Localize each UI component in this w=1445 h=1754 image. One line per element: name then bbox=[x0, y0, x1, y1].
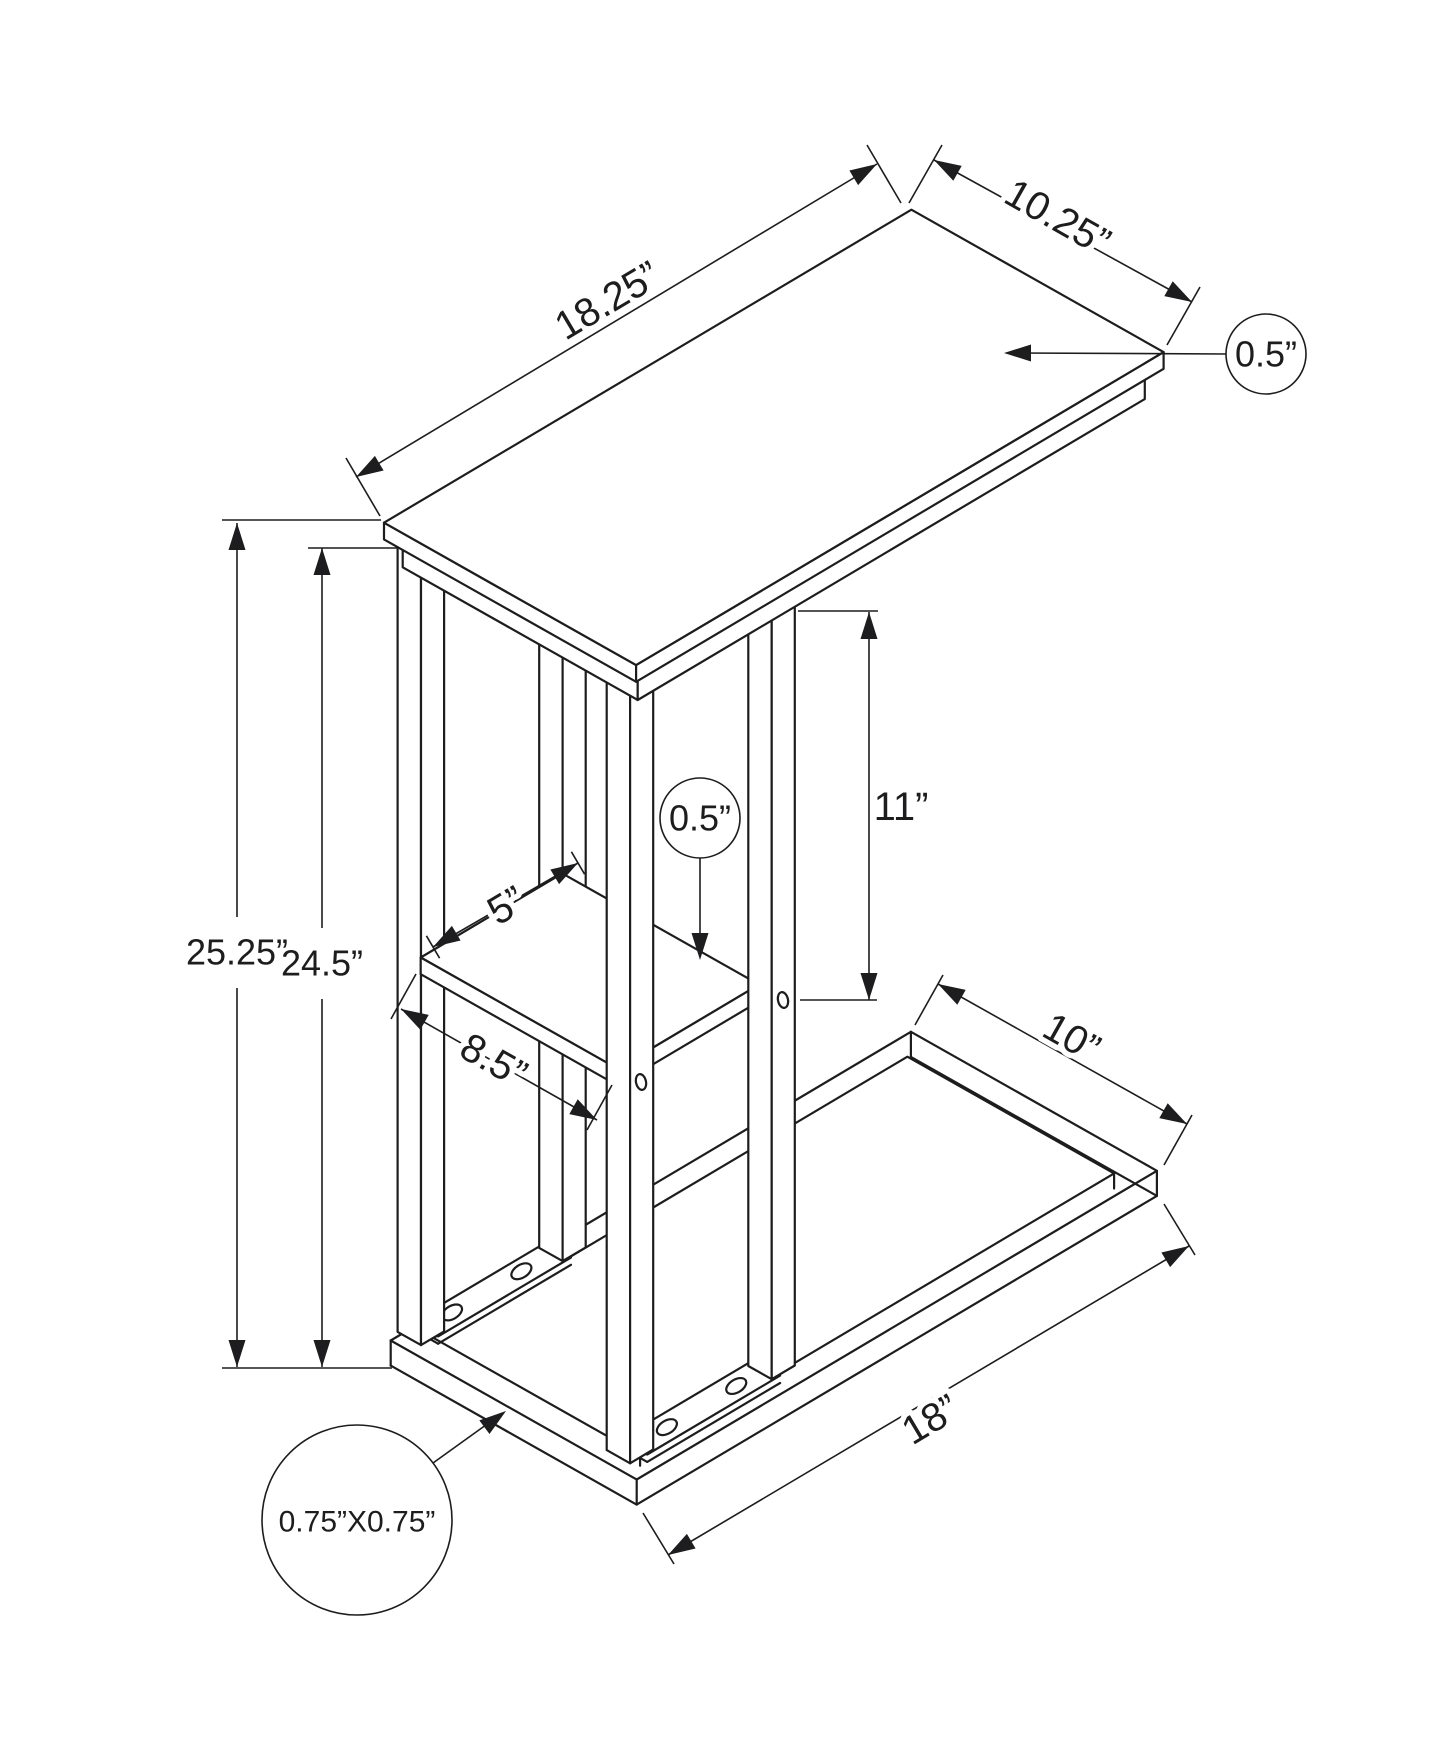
dim-label-base-width: 10” bbox=[1036, 1004, 1108, 1071]
dimension-arrowhead bbox=[569, 1099, 597, 1120]
leg-screw-hole bbox=[634, 1073, 648, 1091]
dimension-arrowhead bbox=[228, 1340, 246, 1367]
leg-screw-hole bbox=[776, 991, 790, 1009]
mounting-plate-edge bbox=[437, 1263, 573, 1345]
dim-line-base-length bbox=[667, 1245, 1190, 1556]
leader-line bbox=[1015, 352, 1227, 355]
dimension-arrowhead bbox=[313, 1340, 331, 1367]
dimension-arrowhead bbox=[356, 455, 384, 477]
dimension-arrowhead bbox=[228, 523, 246, 550]
dim-label-top-thickness: 0.5” bbox=[1235, 334, 1297, 375]
ext-line bbox=[345, 457, 381, 517]
dim-label-top-width: 10.25” bbox=[997, 171, 1117, 265]
leg-front-middle-left-face bbox=[747, 575, 773, 1381]
base-outer-bottom-edge bbox=[389, 1055, 1158, 1506]
dimension-arrowhead bbox=[860, 612, 878, 639]
dimension-arrowhead bbox=[668, 1533, 696, 1555]
dim-label-shelf-thickness: 0.5” bbox=[669, 798, 731, 839]
ext-line bbox=[1166, 286, 1201, 346]
ext-line bbox=[1163, 1114, 1193, 1166]
dimension-arrowhead bbox=[1161, 1246, 1189, 1268]
dim-label-shelf-width: 8.5” bbox=[453, 1025, 535, 1097]
ext-line bbox=[390, 973, 417, 1020]
ext-line bbox=[642, 1512, 675, 1565]
plate-screw-hole bbox=[725, 1376, 748, 1396]
tabletop-surface bbox=[382, 208, 1165, 667]
leg-front-left-front-face bbox=[629, 658, 655, 1465]
leg-front-middle-front-face bbox=[770, 574, 796, 1381]
dimension-arrowhead bbox=[849, 164, 877, 186]
dim-line-shelf-length bbox=[432, 862, 579, 948]
dim-label-top-length: 18.25” bbox=[548, 253, 668, 349]
dim-line-shelf-width bbox=[400, 1008, 598, 1121]
ext-line bbox=[586, 1084, 613, 1131]
dim-line-base-width bbox=[937, 983, 1188, 1125]
callout-circle-leg-section bbox=[261, 1424, 453, 1616]
ext-line bbox=[1163, 1203, 1196, 1256]
dim-label-overall-height: 25.25” bbox=[186, 932, 288, 973]
ext-line bbox=[866, 144, 902, 204]
mounting-plate-edge bbox=[646, 1381, 782, 1463]
dimension-arrowhead bbox=[1159, 1103, 1187, 1124]
dimension-arrowhead bbox=[313, 548, 331, 575]
dim-line-top-length bbox=[355, 163, 878, 478]
dimension-arrowhead bbox=[938, 984, 966, 1005]
plate-screw-hole bbox=[510, 1262, 533, 1281]
dimension-arrowhead bbox=[401, 1009, 429, 1030]
leg-back-left-left-face bbox=[396, 540, 423, 1347]
dim-label-frame-height: 24.5” bbox=[281, 943, 363, 984]
dimension-arrowhead bbox=[1004, 344, 1031, 362]
dim-label-leg-section: 0.75”X0.75” bbox=[279, 1506, 436, 1539]
plate-screw-hole bbox=[655, 1418, 678, 1437]
ext-line bbox=[914, 974, 944, 1026]
ext-line bbox=[908, 144, 943, 204]
dim-label-opening-height: 11” bbox=[874, 785, 929, 829]
dimension-arrowhead bbox=[550, 863, 578, 885]
dimension-arrowhead bbox=[1164, 281, 1192, 302]
leg-front-left-left-face bbox=[605, 659, 632, 1465]
dim-line-top-width bbox=[933, 159, 1193, 303]
dimension-arrowhead bbox=[860, 973, 878, 1000]
base-outer-top-edge bbox=[389, 1030, 1158, 1481]
dimension-arrowhead bbox=[433, 925, 461, 947]
dim-label-base-length: 18” bbox=[894, 1386, 966, 1453]
dimension-arrowhead bbox=[934, 160, 962, 181]
dimension-arrowhead bbox=[691, 933, 709, 960]
dimension-arrowhead bbox=[479, 1411, 506, 1434]
